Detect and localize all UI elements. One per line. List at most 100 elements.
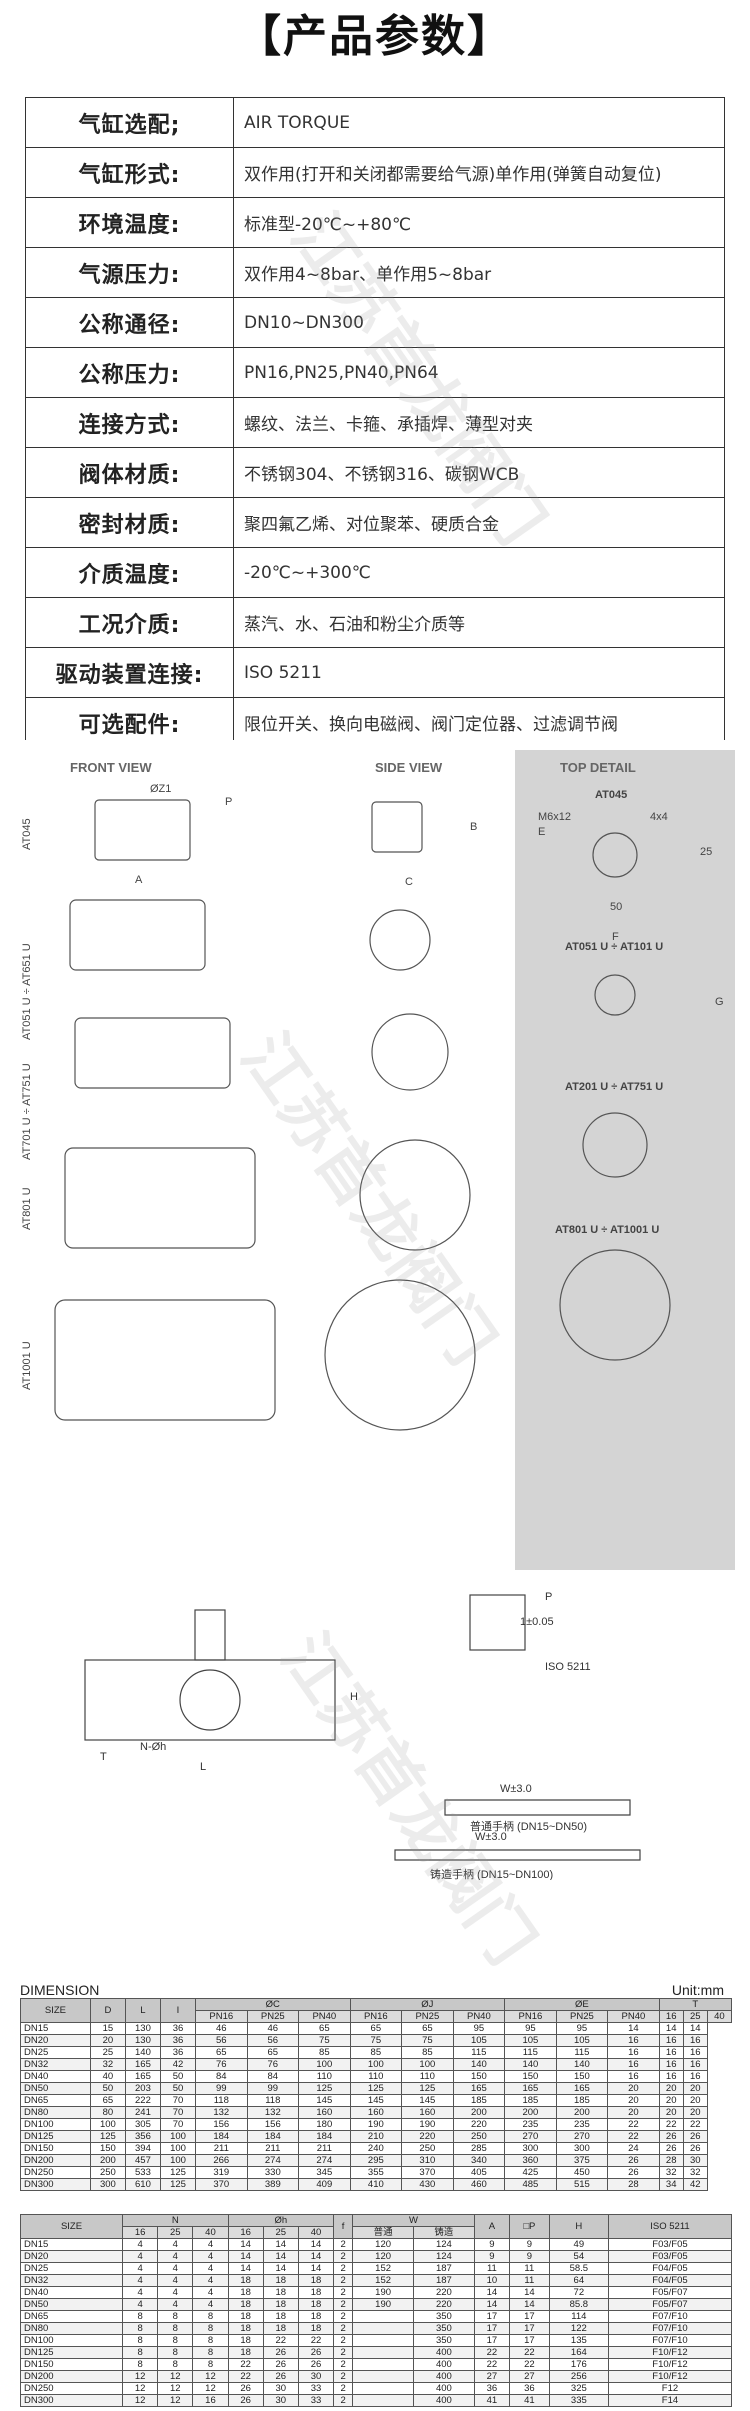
table-cell: 200 (504, 2106, 557, 2119)
table-cell: 32 (658, 2166, 684, 2179)
table-cell: 54 (548, 2250, 609, 2263)
table-cell: 72 (548, 2286, 609, 2299)
table-cell: 120 (352, 2238, 414, 2251)
table-cell: 95 (504, 2022, 557, 2035)
param-row: 气缸选配;AIR TORQUE (25, 97, 725, 148)
table-cell: DN50 (19, 2298, 124, 2311)
table-cell: 394 (124, 2142, 161, 2155)
param-value: 蒸汽、水、石油和粉尘介质等 (233, 597, 725, 648)
table-cell: 18 (227, 2274, 264, 2287)
table-cell: 14 (473, 2286, 510, 2299)
table-cell: 28 (607, 2178, 660, 2191)
param-row: 气源压力:双作用4~8bar、单作用5~8bar (25, 247, 725, 298)
table-cell: 65 (89, 2094, 126, 2107)
table-cell: F07/F10 (607, 2334, 733, 2347)
t2-head-size: SIZE (19, 2214, 124, 2239)
table-cell: F10/F12 (607, 2346, 733, 2359)
table-cell: 114 (548, 2310, 609, 2323)
table-cell: 211 (298, 2142, 351, 2155)
table-cell: 220 (413, 2298, 475, 2311)
table-cell: 120 (352, 2250, 414, 2263)
table-cell: 85.8 (548, 2298, 609, 2311)
table-cell: 457 (124, 2154, 161, 2167)
table-cell: 220 (413, 2286, 475, 2299)
table-cell: 145 (349, 2094, 403, 2107)
valve-top-flange (469, 1594, 526, 1651)
table-cell: 165 (124, 2058, 161, 2071)
table-cell: DN200 (20, 2154, 91, 2167)
table-cell: 274 (298, 2154, 351, 2167)
valve-stem (194, 1609, 226, 1661)
table-cell: F03/F05 (607, 2250, 733, 2263)
table-cell: 16 (607, 2070, 660, 2083)
table-cell: 2 (333, 2334, 354, 2347)
table-cell: 65 (246, 2046, 300, 2059)
param-value: DN10~DN300 (233, 297, 725, 348)
t1-head-d: D (89, 1998, 126, 2023)
table-cell: 18 (227, 2346, 264, 2359)
table-cell: 145 (401, 2094, 454, 2107)
table-cell: 165 (452, 2082, 506, 2095)
param-value: PN16,PN25,PN40,PN64 (233, 347, 725, 398)
top-detail-label: TOP DETAIL (560, 760, 636, 775)
table-subheader: 40 (297, 2226, 335, 2239)
param-label: 工况介质: (25, 597, 234, 648)
table-cell: 2 (333, 2358, 354, 2371)
table-cell: 17 (473, 2322, 510, 2335)
table-cell: 4 (122, 2286, 159, 2299)
table-cell: DN100 (20, 2118, 91, 2131)
table-cell: 160 (349, 2106, 403, 2119)
table-cell: 8 (157, 2322, 194, 2335)
row-label-2: AT701 U ÷ AT751 U (21, 1063, 33, 1160)
table-cell: 65 (195, 2046, 248, 2059)
param-label: 环境温度: (25, 197, 234, 248)
table-cell: 2 (333, 2262, 354, 2275)
param-row: 公称通径:DN10~DN300 (25, 297, 725, 348)
table-cell: 145 (298, 2094, 351, 2107)
table-cell: 17 (473, 2310, 510, 2323)
table-cell: 18 (227, 2298, 264, 2311)
table-cell: 58.5 (548, 2262, 609, 2275)
param-value: 螺纹、法兰、卡箍、承插焊、薄型对夹 (233, 397, 725, 448)
table-subheader: 铸造 (413, 2226, 475, 2239)
param-row: 可选配件:限位开关、换向电磁阀、阀门定位器、过滤调节阀 (25, 697, 725, 748)
front-at701 (74, 1017, 231, 1089)
table-cell: 20 (682, 2106, 708, 2119)
table-cell: 15 (89, 2022, 126, 2035)
table-cell: 235 (555, 2118, 609, 2131)
table-cell: 4 (122, 2262, 159, 2275)
table-cell: DN65 (20, 2094, 91, 2107)
table-cell: 27 (508, 2370, 550, 2383)
front-at045 (94, 799, 191, 861)
table-cell: 240 (349, 2142, 403, 2155)
table-cell: 18 (262, 2274, 299, 2287)
valve-h: H (350, 1691, 358, 1703)
table-cell: 12 (192, 2382, 229, 2395)
table-subheader: 16 (122, 2226, 159, 2239)
table-cell: 285 (452, 2142, 506, 2155)
side-view-label: SIDE VIEW (375, 760, 443, 775)
table-cell: 105 (555, 2034, 609, 2047)
table-cell (352, 2322, 414, 2335)
table-cell: 100 (89, 2118, 126, 2131)
table-cell: 30 (262, 2394, 299, 2407)
dim-g: G (715, 996, 724, 1008)
table-subheader: PN40 (298, 2010, 351, 2023)
table-cell: 100 (159, 2154, 197, 2167)
table-cell: 85 (349, 2046, 403, 2059)
table-cell: 9 (473, 2250, 510, 2263)
param-label: 气缸选配; (25, 97, 234, 148)
table-cell: 26 (262, 2370, 299, 2383)
table-cell: 187 (413, 2262, 475, 2275)
dim-e: E (538, 826, 545, 838)
table-cell: F10/F12 (607, 2370, 733, 2383)
table-cell: 33 (297, 2394, 335, 2407)
table-cell: 18 (227, 2334, 264, 2347)
table-cell: 36 (159, 2034, 197, 2047)
table-cell: 8 (122, 2346, 159, 2359)
table-cell: 17 (473, 2334, 510, 2347)
table-cell: 8 (122, 2334, 159, 2347)
table-cell: 2 (333, 2250, 354, 2263)
